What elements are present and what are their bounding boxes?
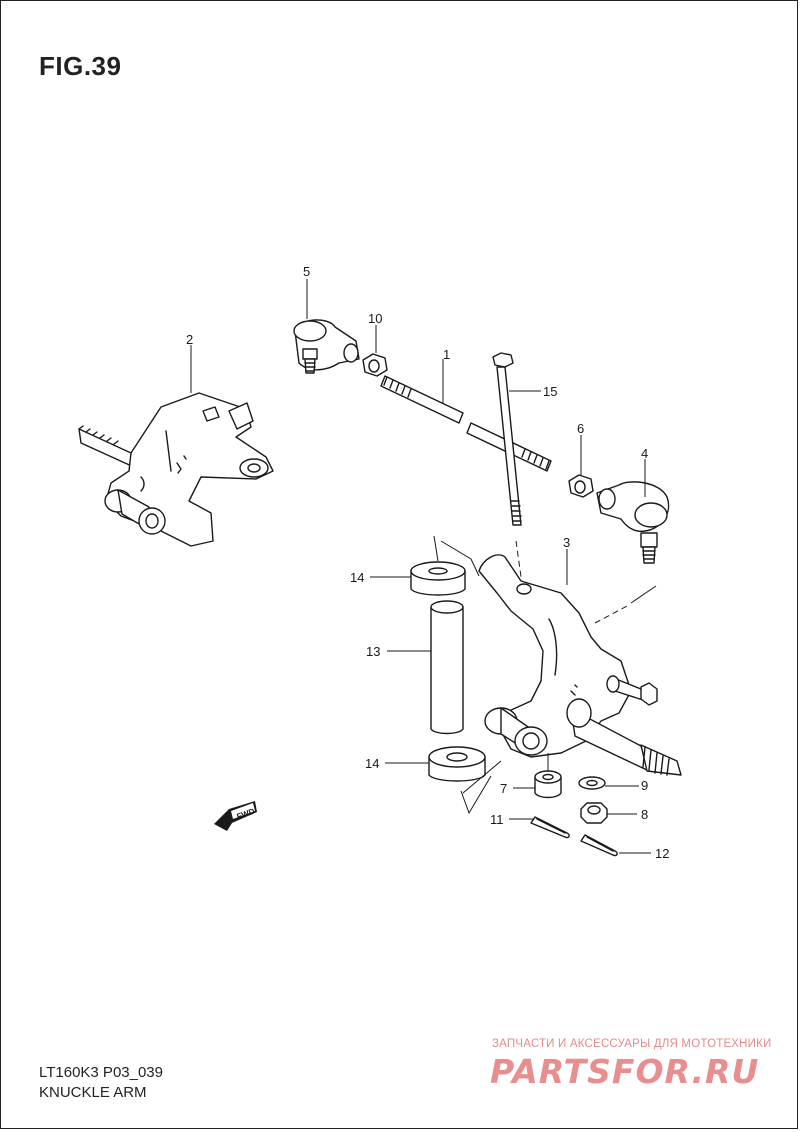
callout-9: 9 <box>641 778 648 793</box>
part-15-long-bolt <box>492 352 524 592</box>
watermark-tagline: ЗАПЧАСТИ И АКСЕССУАРЫ ДЛЯ МОТОТЕХНИКИ <box>492 1038 772 1050</box>
callout-7: 7 <box>500 781 507 796</box>
callout-13: 13 <box>366 644 380 659</box>
callout-14-lower: 14 <box>365 756 379 771</box>
callout-15: 15 <box>543 384 557 399</box>
callout-14-upper: 14 <box>350 570 364 585</box>
part-4-tie-rod-end <box>596 481 670 564</box>
callout-1: 1 <box>443 347 450 362</box>
part-5-tie-rod-end <box>293 319 360 374</box>
callout-10: 10 <box>368 311 382 326</box>
part-1-tie-rod <box>380 375 552 472</box>
callout-2: 2 <box>186 332 193 347</box>
model-code: LT160K3 P03_039 <box>39 1064 163 1081</box>
part-2-steering-shaft-arm <box>78 392 274 547</box>
callout-12: 12 <box>655 846 669 861</box>
part-3-knuckle <box>478 554 682 776</box>
fwd-arrow-icon: FWD <box>214 801 257 831</box>
part-13-sleeve <box>430 600 464 735</box>
callout-6: 6 <box>577 421 584 436</box>
callout-11: 11 <box>490 812 504 827</box>
leader-lines <box>190 279 651 854</box>
part-8-nut <box>580 802 608 824</box>
callout-5: 5 <box>303 264 310 279</box>
callout-4: 4 <box>641 446 648 461</box>
figure-title: FIG.39 <box>39 51 122 81</box>
part-14-bush-upper <box>410 535 480 596</box>
callout-8: 8 <box>641 807 648 822</box>
part-10-nut <box>362 353 388 377</box>
part-12-cotter-pin <box>580 834 618 857</box>
part-6-nut <box>568 474 594 498</box>
callout-3: 3 <box>563 535 570 550</box>
part-7-castle-nut <box>534 753 562 799</box>
part-14-bush-lower <box>428 746 502 815</box>
part-9-washer <box>578 776 606 790</box>
watermark-logo: PARTSFOR.RU <box>490 1052 760 1091</box>
section-name: KNUCKLE ARM <box>39 1084 147 1101</box>
part-11-cotter-pin <box>530 816 570 839</box>
